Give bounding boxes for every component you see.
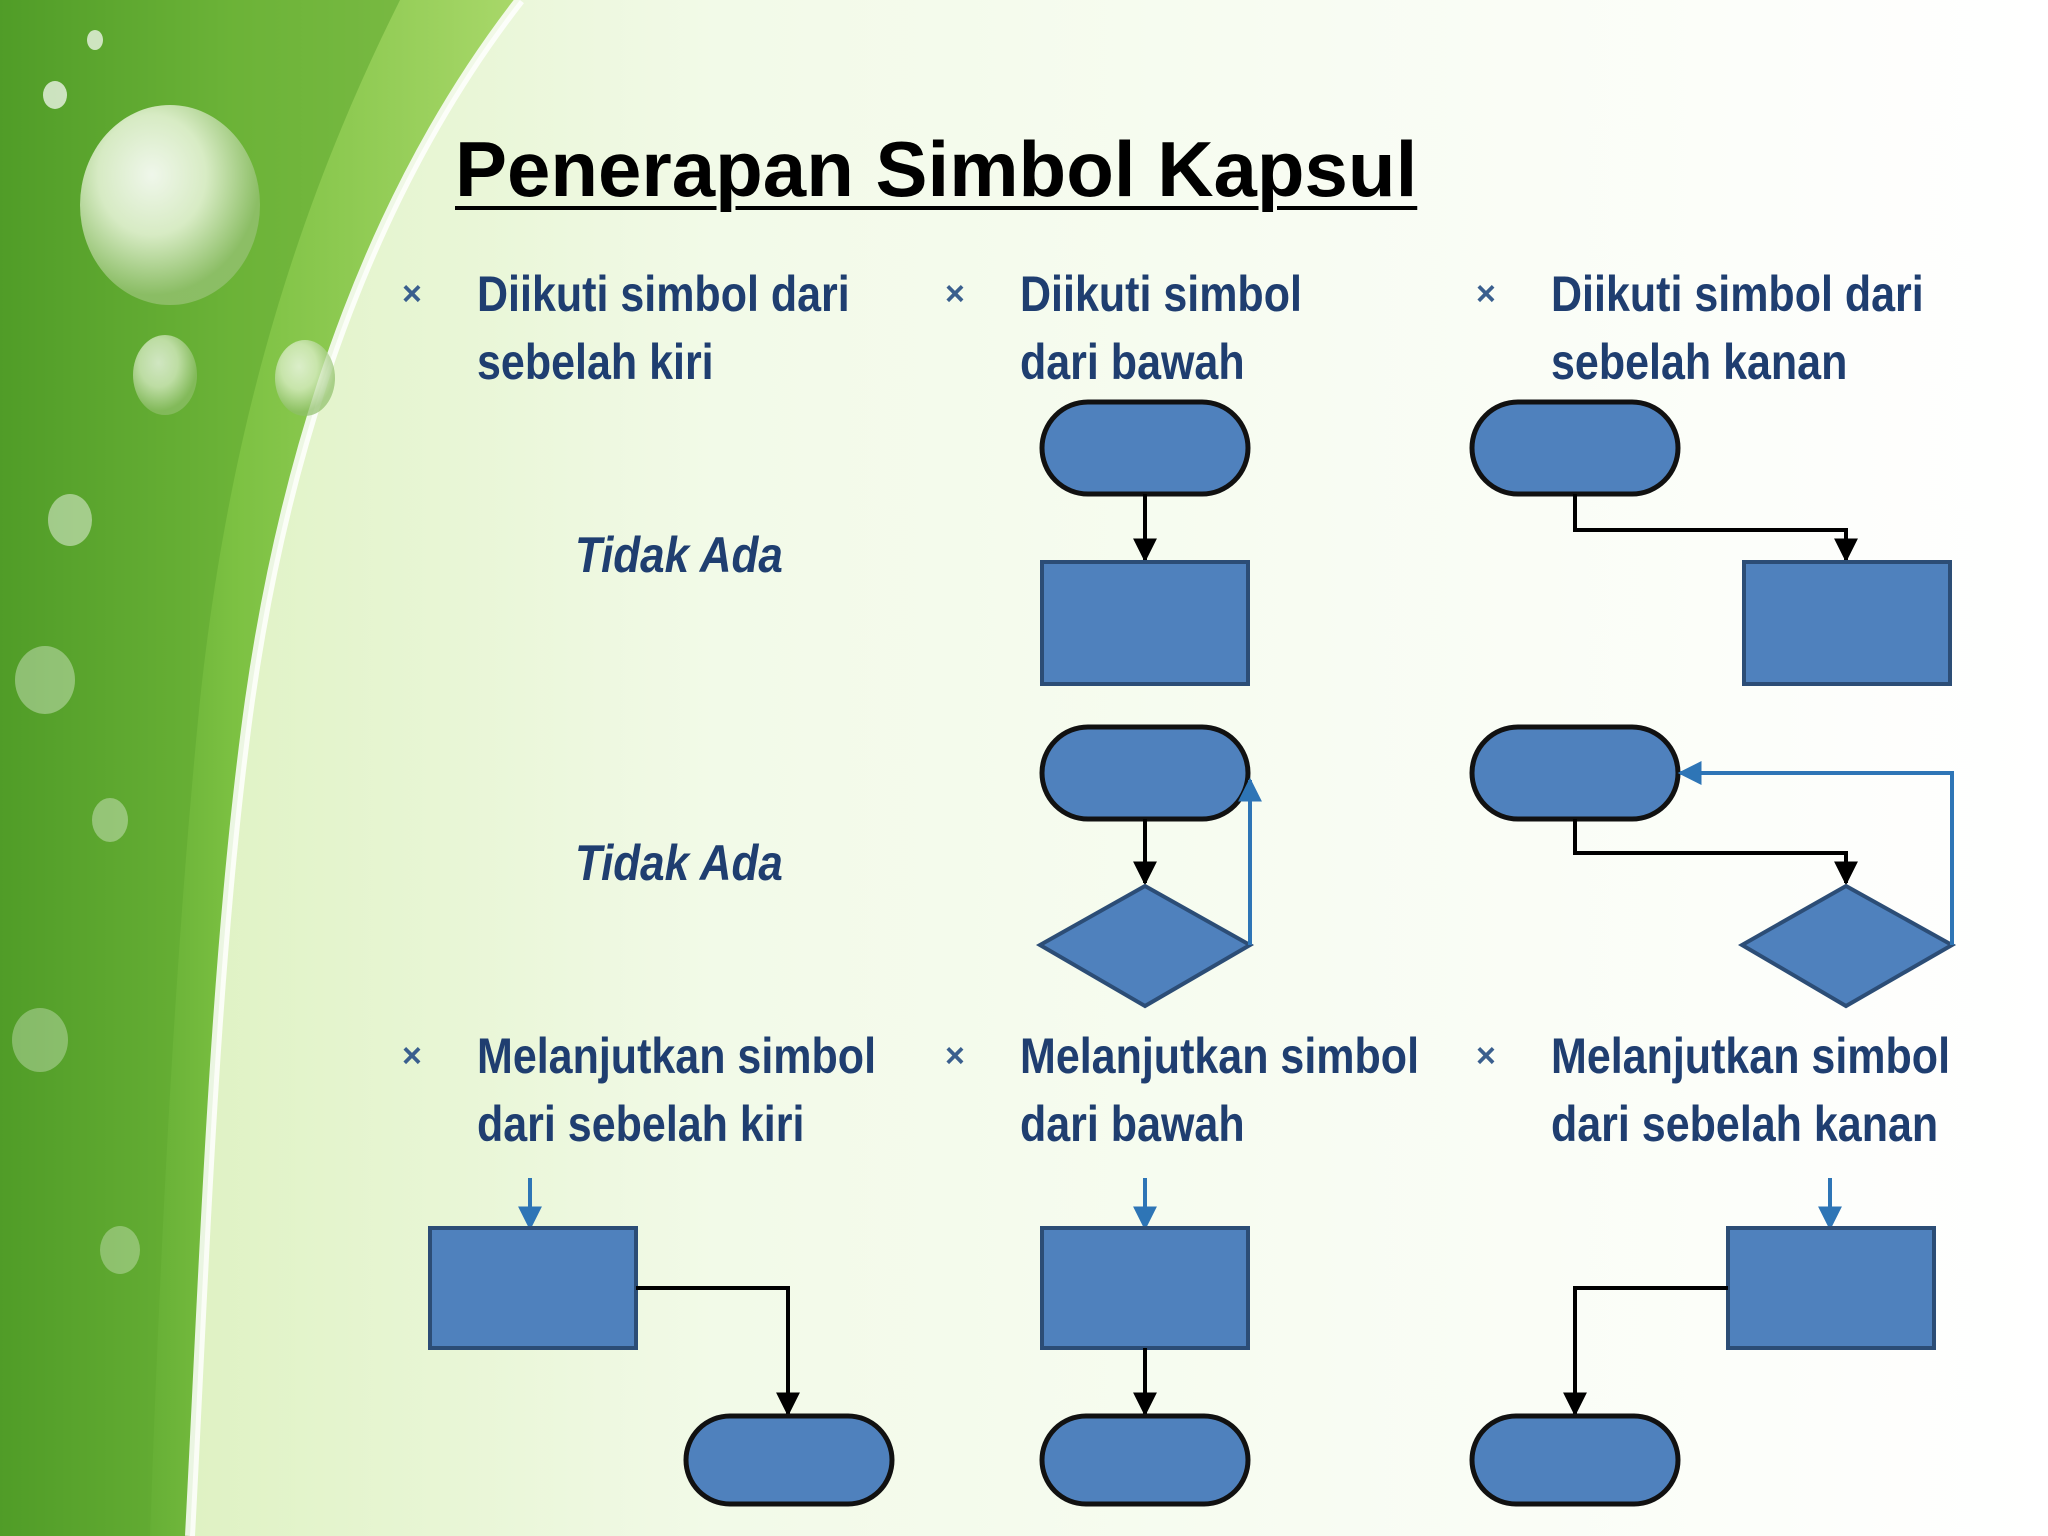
capsule-terminator <box>1469 1413 1681 1507</box>
bullet-line: dari bawah <box>1020 1096 1245 1152</box>
bullet-x-icon: × <box>1476 275 1496 313</box>
bullet-line: dari sebelah kiri <box>477 1096 805 1152</box>
bullet-x-icon: × <box>945 1037 965 1075</box>
connector-arrow <box>1573 819 1858 886</box>
example-process-then-capsule-left <box>1469 1178 1936 1507</box>
example-capsule-then-process-right <box>1469 399 1952 686</box>
bullet-x-icon: × <box>1476 1037 1496 1075</box>
water-drop <box>133 335 197 415</box>
bullet-line: sebelah kiri <box>477 334 714 390</box>
capsule-terminator <box>1469 724 1681 822</box>
process-box <box>1040 1226 1250 1350</box>
water-drop <box>275 340 335 416</box>
decision-diamond <box>1035 883 1255 1009</box>
process-box <box>1742 560 1952 686</box>
not-available-label: Tidak Ada <box>575 527 783 583</box>
water-drop <box>80 105 260 305</box>
example-capsule-then-process-below <box>1039 399 1251 686</box>
example-capsule-then-decision-below <box>1035 724 1262 1009</box>
bullet-top-left: × Diikuti simbol dari sebelah kiri <box>402 260 977 396</box>
process-box <box>428 1226 638 1350</box>
example-process-then-capsule-right <box>428 1178 895 1507</box>
bullet-line: Melanjutkan simbol <box>477 1028 877 1084</box>
bullet-bottom-right: × Melanjutkan simbol dari sebelah kanan <box>1476 1022 2048 1158</box>
bullet-bottom-left: × Melanjutkan simbol dari sebelah kiri <box>402 1022 977 1158</box>
capsule-terminator <box>1039 1413 1251 1507</box>
capsule-terminator <box>683 1413 895 1507</box>
loop-back-connector <box>1677 761 1954 945</box>
capsule-terminator <box>1039 724 1251 822</box>
process-box <box>1040 560 1250 686</box>
capsule-terminator <box>1469 399 1681 497</box>
decision-diamond <box>1737 883 1957 1009</box>
bullet-line: Diikuti simbol dari <box>477 266 850 322</box>
bullet-top-right: × Diikuti simbol dari sebelah kanan <box>1476 260 2048 396</box>
bullet-line: sebelah kanan <box>1551 334 1848 390</box>
example-capsule-then-decision-right <box>1469 724 1957 1009</box>
bullet-line: Melanjutkan simbol <box>1551 1028 1951 1084</box>
bullet-bottom-center: × Melanjutkan simbol dari bawah <box>945 1022 1520 1158</box>
connector-arrow <box>636 1286 800 1417</box>
bullet-x-icon: × <box>402 275 422 313</box>
not-available-label: Tidak Ada <box>575 835 783 891</box>
process-box <box>1726 1226 1936 1350</box>
example-process-then-capsule-below <box>1039 1178 1251 1507</box>
bullet-line: Melanjutkan simbol <box>1020 1028 1420 1084</box>
connector-arrow <box>1573 494 1858 563</box>
slide-title: Penerapan Simbol Kapsul <box>455 125 1418 213</box>
bullet-x-icon: × <box>945 275 965 313</box>
capsule-terminator <box>1039 399 1251 497</box>
bullet-top-center: × Diikuti simbol dari bawah <box>945 260 1520 396</box>
bullet-x-icon: × <box>402 1037 422 1075</box>
bullet-line: dari bawah <box>1020 334 1245 390</box>
bullet-line: Diikuti simbol <box>1020 266 1302 322</box>
bullet-line: Diikuti simbol dari <box>1551 266 1924 322</box>
connector-arrow <box>1563 1286 1728 1417</box>
bullet-line: dari sebelah kanan <box>1551 1096 1939 1152</box>
